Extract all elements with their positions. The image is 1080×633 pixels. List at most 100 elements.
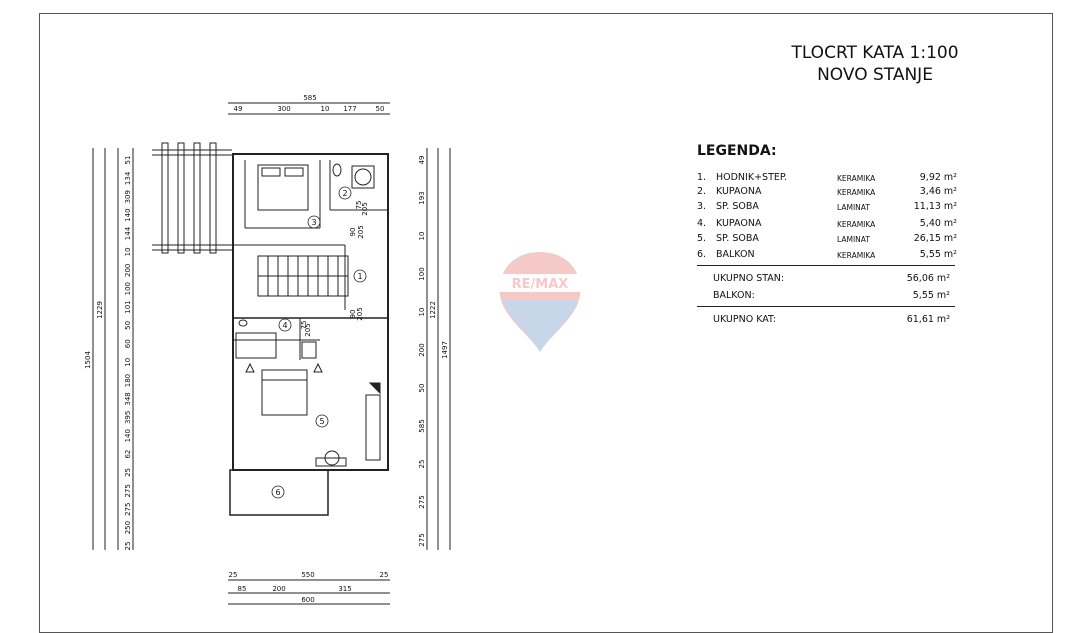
- legend-room: HODNIK+STEP.: [716, 172, 788, 183]
- plan-title: TLOCRT KATA 1:100 NOVO STANJE: [760, 42, 990, 86]
- legend-row: 2. KUPAONA KERAMIKA 3,46 m²: [697, 186, 957, 197]
- legend-area: 9,92 m²: [919, 172, 957, 183]
- room-label-5: 5: [319, 417, 324, 426]
- total-balkon-value: 5,55 m²: [912, 290, 950, 301]
- wardrobe: [365, 394, 381, 461]
- title-line-1: TLOCRT KATA 1:100: [791, 43, 959, 63]
- dim-inner: 90: [349, 228, 357, 237]
- total-balkon-row: BALKON: 5,55 m²: [713, 290, 950, 302]
- dim-top-part: 10: [321, 105, 330, 113]
- room-label-1: 1: [357, 272, 362, 281]
- dim-left-outer-a: 1504: [84, 351, 92, 369]
- dim-right-part: 10: [418, 308, 426, 317]
- dim-left-part: 309: [124, 190, 132, 203]
- legend-row: 3. SP. SOBA LAMINAT 11,13 m²: [697, 201, 957, 212]
- dim-right-part: 25: [418, 460, 426, 469]
- total-balkon-label: BALKON:: [713, 290, 755, 301]
- legend-num: 1.: [697, 172, 707, 183]
- dim-right-part: 100: [418, 267, 426, 280]
- dim-inner: 75: [355, 201, 363, 210]
- legend-room: SP. SOBA: [716, 201, 759, 212]
- dim-right-part: 50: [418, 384, 426, 393]
- dim-left-part: 200: [124, 264, 132, 277]
- dim-left-part: 140: [124, 208, 132, 221]
- dim-left-part: 50: [124, 321, 132, 330]
- legend-room: SP. SOBA: [716, 233, 759, 244]
- dim-bottom-total: 600: [301, 596, 314, 604]
- dim-left-part: 395: [124, 411, 132, 424]
- dim-inner: 205: [357, 225, 365, 238]
- dim-right-part: 49: [418, 156, 426, 165]
- dim-left-part: 10: [124, 247, 132, 256]
- legend-material: KERAMIKA: [837, 251, 876, 260]
- legend-row: 6. BALKON KERAMIKA 5,55 m²: [697, 249, 957, 260]
- dim-left-part: 101: [124, 300, 132, 313]
- room-label-2: 2: [342, 189, 347, 198]
- legend-material: KERAMIKA: [837, 174, 876, 183]
- lower-block-wall: [232, 317, 389, 471]
- dim-top-total: 585: [303, 94, 316, 102]
- dim-left-part: 25: [124, 468, 132, 477]
- room-label-3: 3: [311, 218, 316, 227]
- dim-top-part: 50: [376, 105, 385, 113]
- dim-right-part: 10: [418, 232, 426, 241]
- legend-num: 4.: [697, 218, 707, 229]
- dim-left-part: 62: [124, 450, 132, 459]
- legend-material: KERAMIKA: [837, 220, 876, 229]
- dim-bottom-lower: 200: [272, 585, 285, 593]
- toilet-icon-2: [238, 319, 248, 327]
- dim-left-part: 180: [124, 374, 132, 387]
- legend-num: 2.: [697, 186, 707, 197]
- legend-num: 5.: [697, 233, 707, 244]
- total-kat-value: 61,61 m²: [906, 314, 950, 325]
- room-label-6: 6: [275, 488, 280, 497]
- balcony-outline: [229, 469, 329, 516]
- dim-left-part: 140: [124, 429, 132, 442]
- dim-left-part: 60: [124, 339, 132, 348]
- dim-left-part: 51: [124, 156, 132, 165]
- dim-inner: 75: [300, 321, 308, 330]
- dim-right-part: 193: [418, 191, 426, 204]
- dim-inner: 90: [349, 310, 357, 319]
- legend-material: LAMINAT: [837, 235, 870, 244]
- bed-icon: [257, 164, 309, 211]
- dim-left-part: 250: [124, 521, 132, 534]
- legend-heading: LEGENDA:: [697, 143, 777, 159]
- dim-left-part: 275: [124, 484, 132, 497]
- legend-row: 1. HODNIK+STEP. KERAMIKA 9,92 m²: [697, 172, 957, 183]
- dim-inner: 205: [304, 323, 312, 336]
- stairs: [257, 255, 349, 297]
- dim-bottom-upper: 25: [229, 571, 238, 579]
- bed-icon-2: [261, 369, 308, 416]
- dim-bottom-lower: 85: [238, 585, 247, 593]
- title-line-2: NOVO STANJE: [817, 65, 933, 85]
- sink-icon: [301, 341, 317, 359]
- remax-watermark: RE/MAX: [498, 252, 582, 352]
- outer-wall: [232, 153, 389, 471]
- remax-text: RE/MAX: [512, 277, 569, 292]
- toilet-icon: [332, 163, 342, 177]
- dim-left-part: 134: [124, 171, 132, 185]
- dim-right-part: 275: [418, 533, 426, 546]
- legend-room: BALKON: [716, 249, 755, 260]
- room-label-4: 4: [282, 321, 287, 330]
- legend-material: LAMINAT: [837, 203, 870, 212]
- legend-num: 6.: [697, 249, 707, 260]
- dim-left-part: 10: [124, 358, 132, 367]
- total-kat-row: UKUPNO KAT: 61,61 m²: [713, 314, 950, 326]
- legend-row: 5. SP. SOBA LAMINAT 26,15 m²: [697, 233, 957, 244]
- bathtub-icon: [235, 332, 277, 359]
- dim-inner: 205: [356, 307, 364, 320]
- pergola: [152, 142, 232, 254]
- legend-row: 4. KUPAONA KERAMIKA 5,40 m²: [697, 218, 957, 229]
- dim-right-part: 200: [418, 343, 426, 356]
- legend-area: 11,13 m²: [913, 201, 957, 212]
- dim-left-part: 275: [124, 503, 132, 516]
- legend-area: 26,15 m²: [913, 233, 957, 244]
- legend-area: 5,55 m²: [919, 249, 957, 260]
- dim-top-part: 177: [343, 105, 356, 113]
- total-kat-label: UKUPNO KAT:: [713, 314, 776, 325]
- shower-icon: [351, 165, 375, 189]
- legend-area: 5,40 m²: [919, 218, 957, 229]
- legend-material: KERAMIKA: [837, 188, 876, 197]
